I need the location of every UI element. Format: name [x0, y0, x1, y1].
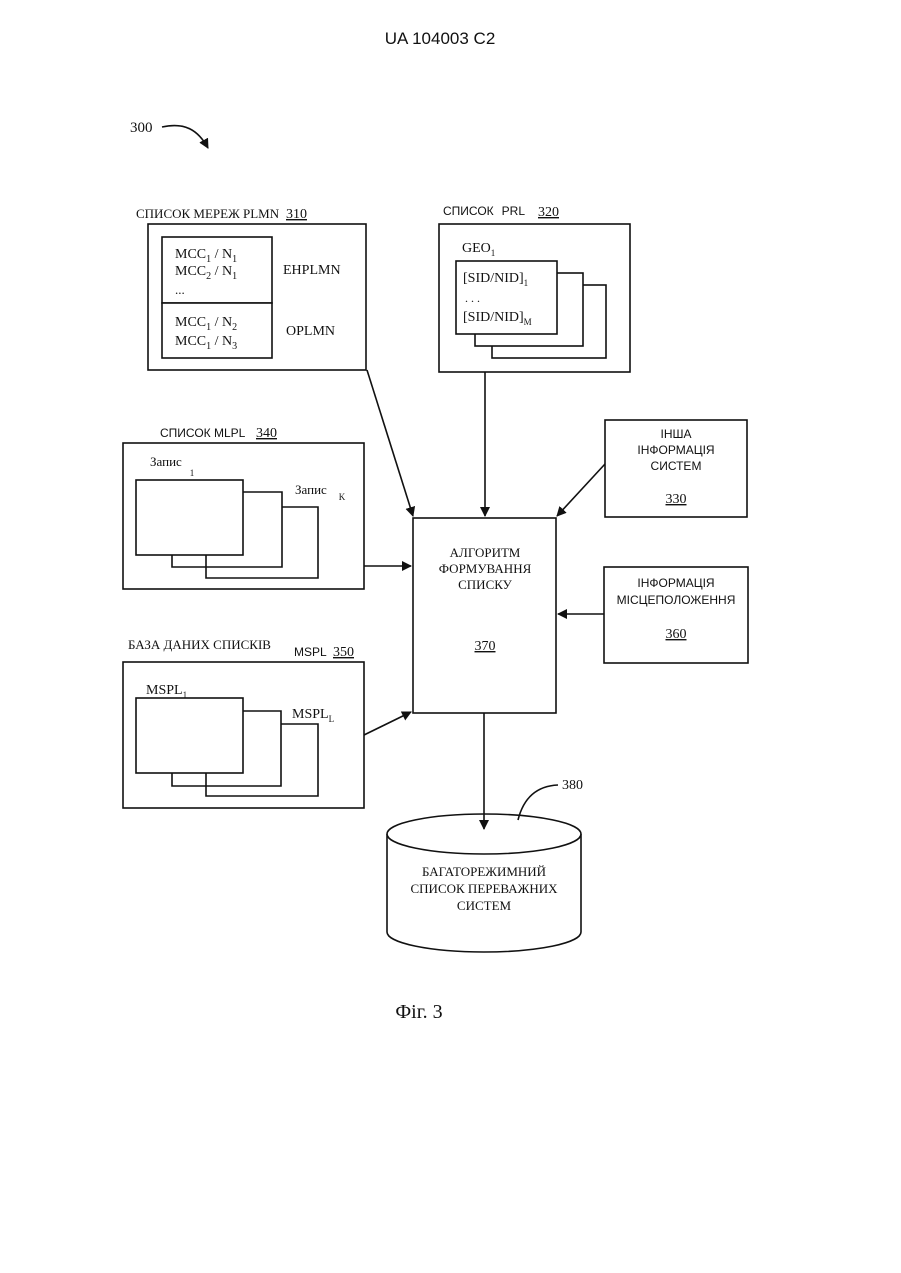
- prl-geo-label: GEO1: [462, 241, 495, 258]
- mspl-database-title-suffix: MSPL: [294, 645, 327, 659]
- location-info-line: МІСЦЕПОЛОЖЕННЯ: [617, 593, 736, 607]
- multimode-list-line: СИСТЕМ: [457, 898, 512, 913]
- location-info-number: 360: [666, 627, 687, 642]
- mspl-front-card: [136, 698, 243, 773]
- mlpl-list-number: 340: [256, 426, 277, 441]
- multimode-list-line: СПИСОК ПЕРЕВАЖНИХ: [411, 881, 559, 896]
- mlpl-list-title: СПИСОК MLPL: [160, 426, 246, 440]
- multimode-list-leader: [518, 785, 558, 820]
- prl-list-number: 320: [538, 205, 559, 220]
- prl-list-title: СПИСОКPRL: [443, 204, 525, 218]
- other-system-info-block: ІНША ІНФОРМАЦІЯ СИСТЕМ 330: [605, 420, 747, 517]
- arrow-mspl-to-algorithm: [364, 712, 411, 735]
- algorithm-line: ФОРМУВАННЯ: [439, 561, 532, 576]
- mspl-database-title: БАЗА ДАНИХ СПИСКІВ: [128, 637, 271, 652]
- prl-list-block: СПИСОКPRL 320 GEO1 [SID/NID]1 . . . [SID…: [439, 204, 630, 372]
- algorithm-line: СПИСКУ: [458, 577, 513, 592]
- multimode-list-number: 380: [562, 778, 583, 793]
- figure-ref-number: 300: [130, 120, 153, 136]
- plmn-list-block: СПИСОК МЕРЕЖ PLMN 310 MCC1 / N1 MCC2 / N…: [136, 206, 366, 370]
- prl-dots: . . .: [465, 291, 480, 305]
- algorithm-number: 370: [475, 639, 496, 654]
- multimode-preferred-list-block: БАГАТОРЕЖИМНИЙ СПИСОК ПЕРЕВАЖНИХ СИСТЕМ …: [387, 778, 583, 952]
- location-info-line: ІНФОРМАЦІЯ: [637, 576, 714, 590]
- prl-sid-last: [SID/NID]M: [463, 310, 532, 327]
- plmn-ellipsis: ...: [175, 282, 185, 297]
- arrow-plmn-to-algorithm: [367, 370, 413, 516]
- ehplmn-label: EHPLMN: [283, 263, 341, 278]
- plmn-oplmn-cell: [162, 303, 272, 358]
- other-info-line: СИСТЕМ: [651, 459, 702, 473]
- mspl-database-block: БАЗА ДАНИХ СПИСКІВ MSPL 350 MSPL1 MSPLL: [123, 637, 364, 808]
- plmn-list-title: СПИСОК МЕРЕЖ PLMN: [136, 206, 280, 221]
- figure-caption: Фіг. 3: [395, 1001, 442, 1023]
- arrow-other-to-algorithm: [557, 464, 605, 516]
- algorithm-line: АЛГОРИТМ: [450, 545, 521, 560]
- mlpl-front-card: [136, 480, 243, 555]
- location-info-block: ІНФОРМАЦІЯ МІСЦЕПОЛОЖЕННЯ 360: [604, 567, 748, 663]
- other-info-line: ІНША: [660, 427, 691, 441]
- other-info-line: ІНФОРМАЦІЯ: [637, 443, 714, 457]
- figure-ref-arrow: [162, 126, 208, 148]
- mspl-last: MSPLL: [292, 707, 334, 724]
- mspl-database-number: 350: [333, 645, 354, 660]
- plmn-list-number: 310: [286, 207, 307, 222]
- other-info-number: 330: [666, 492, 687, 507]
- oplmn-label: OPLMN: [286, 324, 335, 339]
- prl-sid-first: [SID/NID]1: [463, 271, 528, 288]
- mlpl-list-block: СПИСОК MLPL 340 Запис1 ЗаписK: [123, 426, 364, 589]
- multimode-list-line: БАГАТОРЕЖИМНИЙ: [422, 864, 546, 879]
- algorithm-block: АЛГОРИТМ ФОРМУВАННЯ СПИСКУ 370: [413, 518, 556, 713]
- patent-id: UA 104003 C2: [385, 29, 496, 48]
